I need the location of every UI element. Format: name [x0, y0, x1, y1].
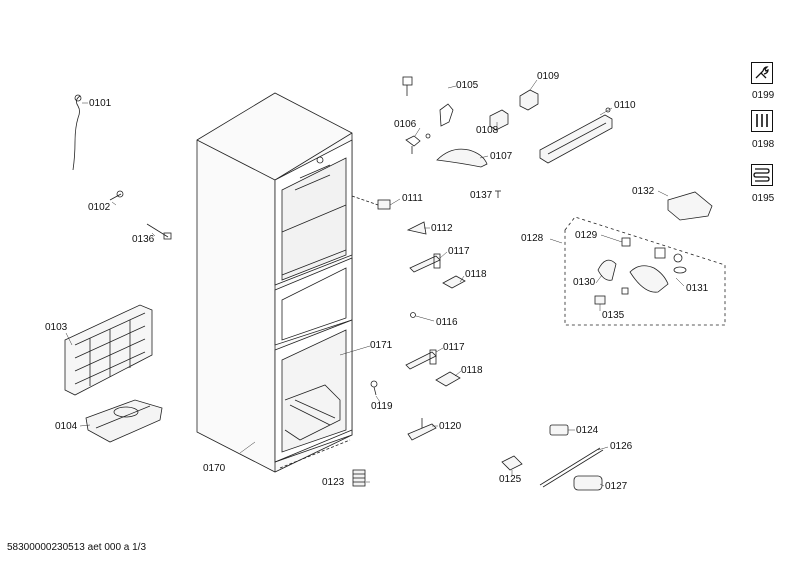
part-0111 [351, 195, 391, 210]
label-0124: 0124 [576, 425, 599, 436]
label-0198: 0198 [752, 139, 775, 150]
label-0170: 0170 [203, 463, 226, 474]
label-0129: 0129 [575, 230, 598, 241]
part-0110-light-bar [539, 107, 613, 164]
part-0127 [573, 475, 603, 491]
label-0137: 0137 [470, 190, 493, 201]
label-0199: 0199 [752, 90, 775, 101]
label-0126: 0126 [610, 441, 633, 452]
label-0117-upper: 0117 [448, 246, 470, 257]
label-0104: 0104 [55, 421, 78, 432]
wrench-screwdriver-icon[interactable] [751, 62, 773, 84]
label-0116: 0116 [436, 317, 458, 328]
label-0107: 0107 [490, 151, 513, 162]
part-0118-clip-lower [435, 371, 461, 387]
label-0111: 0111 [402, 193, 423, 204]
part-0103-grille [64, 304, 153, 396]
label-0195: 0195 [752, 193, 775, 204]
part-0136-sensor [146, 223, 172, 240]
label-0118-upper: 0118 [465, 269, 487, 280]
part-0116 [410, 312, 416, 318]
label-0119: 0119 [371, 401, 393, 412]
document-footer: 58300000230513 aet 000 a 1/3 [7, 542, 147, 553]
part-0104-drip-tray [85, 399, 163, 443]
part-0108 [489, 109, 509, 131]
part-0125 [501, 455, 523, 471]
part-0119 [370, 380, 378, 396]
label-0132: 0132 [632, 186, 655, 197]
part-0124 [549, 424, 569, 436]
label-0123: 0123 [322, 477, 345, 488]
part-0117-rail-upper [409, 253, 441, 273]
label-0106: 0106 [394, 119, 417, 130]
label-0101: 0101 [89, 98, 112, 109]
part-0109 [519, 89, 539, 111]
label-0130: 0130 [573, 277, 596, 288]
label-0117-lower: 0117 [443, 342, 465, 353]
label-0171: 0171 [370, 340, 393, 351]
label-0127: 0127 [605, 481, 628, 492]
part-0137-screw [495, 190, 501, 198]
part-0126-rod [539, 447, 604, 488]
leader-lines [65, 79, 685, 487]
label-0110: 0110 [614, 100, 636, 111]
label-0102: 0102 [88, 202, 111, 213]
part-0105 [402, 76, 454, 127]
label-0108: 0108 [476, 125, 499, 136]
tools-icon[interactable] [751, 110, 773, 132]
coil-icon[interactable] [751, 164, 773, 186]
part-0120-hinge [407, 418, 437, 441]
label-0103: 0103 [45, 322, 68, 333]
part-0106 [405, 133, 431, 154]
label-0135: 0135 [602, 310, 625, 321]
part-0112 [406, 221, 427, 235]
label-0136: 0136 [132, 234, 155, 245]
label-0131: 0131 [686, 283, 709, 294]
label-0112: 0112 [431, 223, 453, 234]
part-0123-foot [352, 469, 366, 487]
part-0102-screw [109, 190, 124, 201]
part-0101-cable [72, 94, 82, 171]
part-0117-rail-lower [405, 349, 437, 370]
part-0128-kit-group [564, 216, 726, 326]
label-0128: 0128 [521, 233, 544, 244]
label-0120: 0120 [439, 421, 462, 432]
part-0107-cover [436, 148, 488, 168]
part-0118-clip-upper [442, 275, 466, 289]
label-0118-lower: 0118 [461, 365, 483, 376]
label-0125: 0125 [499, 474, 522, 485]
label-0105: 0105 [456, 80, 479, 91]
label-0109: 0109 [537, 71, 560, 82]
cabinet-body [196, 92, 353, 473]
part-0132 [667, 191, 713, 221]
